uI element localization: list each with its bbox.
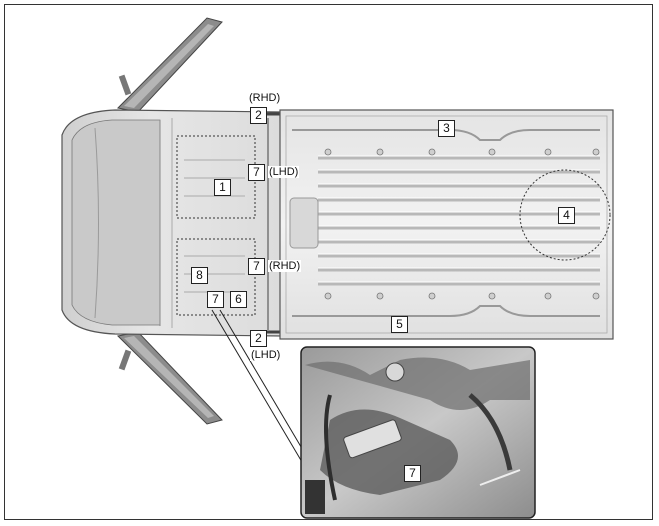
callout-6: 6 <box>230 291 247 308</box>
callout-3: 3 <box>438 120 455 137</box>
detail-inset <box>300 346 536 519</box>
cab <box>61 109 290 337</box>
callout-7-detail: 7 <box>404 465 421 482</box>
upper-door <box>116 17 223 113</box>
note-lhd-side: (LHD) <box>268 166 300 178</box>
callout-2-lhd: 2 <box>250 330 267 347</box>
callout-5: 5 <box>391 316 408 333</box>
leader-lines <box>211 309 311 463</box>
callout-7-rhd: 7 <box>248 258 265 275</box>
note-rhd-top: (RHD) <box>248 92 282 104</box>
callout-7-floor: 7 <box>207 291 224 308</box>
note-lhd-bottom: (LHD) <box>250 349 282 361</box>
callout-2-rhd: 2 <box>250 107 267 124</box>
note-rhd-side: (RHD) <box>268 260 302 272</box>
lower-door <box>116 331 223 425</box>
callout-4: 4 <box>558 207 575 224</box>
callout-8: 8 <box>191 267 208 284</box>
cargo-bed <box>279 109 614 340</box>
callout-1: 1 <box>214 179 231 196</box>
callout-7-lhd: 7 <box>248 164 265 181</box>
